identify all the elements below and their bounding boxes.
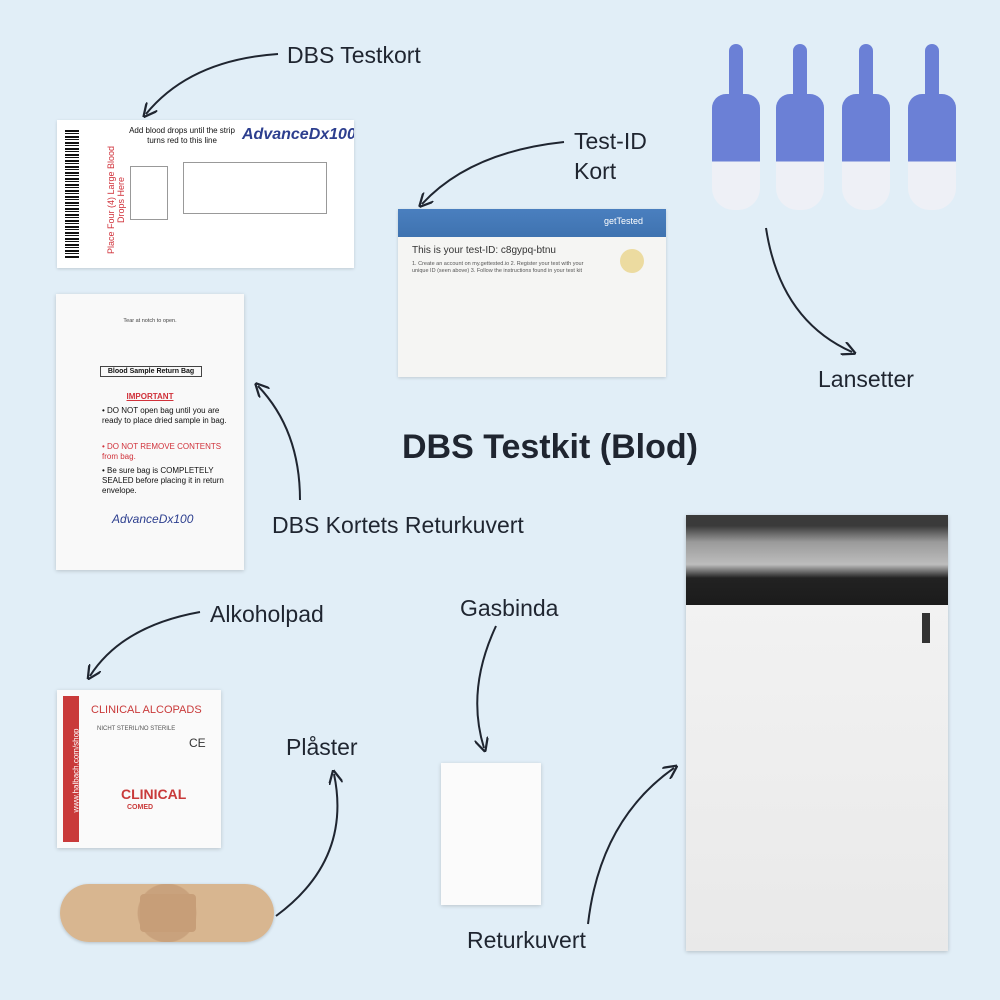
arrow-gasbinda <box>477 625 497 748</box>
dbs-test-card: Place Four (4) Large Blood Drops Here Ad… <box>57 120 354 268</box>
return-envelope <box>686 515 948 951</box>
pad-sub-brand: COMED <box>127 804 154 811</box>
arrow-return-bag <box>258 386 301 501</box>
blood-sample-return-bag: Tear at notch to open. Blood Sample Retu… <box>56 294 244 570</box>
page-title: DBS Testkit (Blod) <box>402 428 698 466</box>
lancet <box>776 44 824 210</box>
blood-strip-box <box>183 162 327 214</box>
important-heading: IMPORTANT <box>126 392 174 401</box>
gettested-logo: getTested <box>604 216 644 226</box>
plaster <box>60 884 274 942</box>
label-gasbinda: Gasbinda <box>460 595 559 621</box>
lancet <box>712 44 760 210</box>
ce-mark: CE <box>189 736 206 750</box>
card-header-band <box>398 209 666 237</box>
bag-brand: AdvanceDx100 <box>112 512 194 526</box>
pad-sterile-text: NICHT STERIL/NO STERILE <box>97 726 176 732</box>
card-instruction: Add blood drops until the strip turns re… <box>129 126 235 145</box>
lancet <box>908 44 956 210</box>
label-test-id: Test-ID <box>574 128 647 154</box>
bag-title: Blood Sample Return Bag <box>100 366 202 377</box>
test-id-card: getTested This is your test-ID: c8gypq-b… <box>398 209 666 377</box>
pad-url: www.halbach.com/shop <box>71 728 81 813</box>
label-return-bag: DBS Kortets Returkuvert <box>272 512 524 538</box>
alcohol-pad: www.halbach.com/shop CLINICAL ALCOPADS N… <box>57 690 221 848</box>
label-plaster: Plåster <box>286 734 358 760</box>
label-lansetter: Lansetter <box>818 366 914 392</box>
gauze-pad <box>441 763 541 905</box>
lancet <box>842 44 890 210</box>
label-kort: Kort <box>574 158 617 184</box>
bag-bullet-2: • DO NOT REMOVE CONTENTS from bag. <box>102 442 222 461</box>
tear-notch-text: Tear at notch to open. <box>123 318 177 324</box>
arrow-lancets <box>765 227 852 352</box>
test-id-steps: 1. Create an account on my.gettested.io … <box>412 261 584 274</box>
card-vertical-text: Place Four (4) Large Blood Drops Here <box>106 145 126 255</box>
label-alkoholpad: Alkoholpad <box>210 601 324 627</box>
bag-bullet-1: • DO NOT open bag until you are ready to… <box>102 406 227 425</box>
arrow-dbs-card <box>146 53 279 114</box>
arrow-test-id <box>422 141 565 204</box>
card-brand: AdvanceDx100 <box>242 126 354 143</box>
label-dbs-testkort: DBS Testkort <box>287 42 421 68</box>
barcode <box>65 130 79 258</box>
label-returkuvert: Returkuvert <box>467 927 586 953</box>
envelope-flap <box>686 515 948 605</box>
bag-bullet-3: • Be sure bag is COMPLETELY SEALED befor… <box>102 466 224 495</box>
arrow-plaster <box>275 774 337 917</box>
pad-title: CLINICAL ALCOPADS <box>91 704 202 716</box>
blood-spot-box <box>130 166 168 220</box>
test-id-line: This is your test-ID: c8gypq-btnu <box>412 245 556 256</box>
pad-brand: CLINICAL <box>121 786 187 802</box>
arrow-alcohol-pad <box>90 611 201 676</box>
arrow-returkuvert <box>587 768 674 925</box>
sticker-circle <box>620 249 644 273</box>
